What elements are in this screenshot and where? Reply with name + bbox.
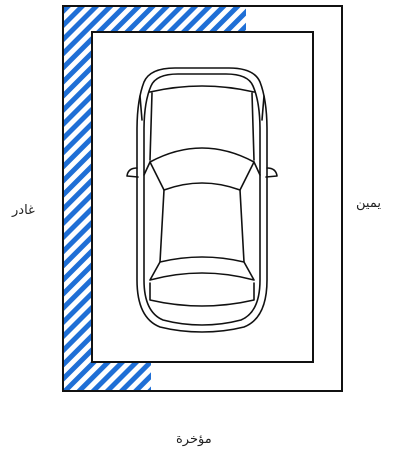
label-right: يمين	[356, 196, 381, 212]
car-top-view-icon	[127, 68, 277, 332]
label-rear: مؤخرة	[176, 432, 212, 448]
outer-frame	[63, 6, 342, 391]
hatched-zone	[63, 6, 246, 391]
label-left: غادر	[12, 203, 35, 219]
inner-frame	[92, 32, 313, 362]
